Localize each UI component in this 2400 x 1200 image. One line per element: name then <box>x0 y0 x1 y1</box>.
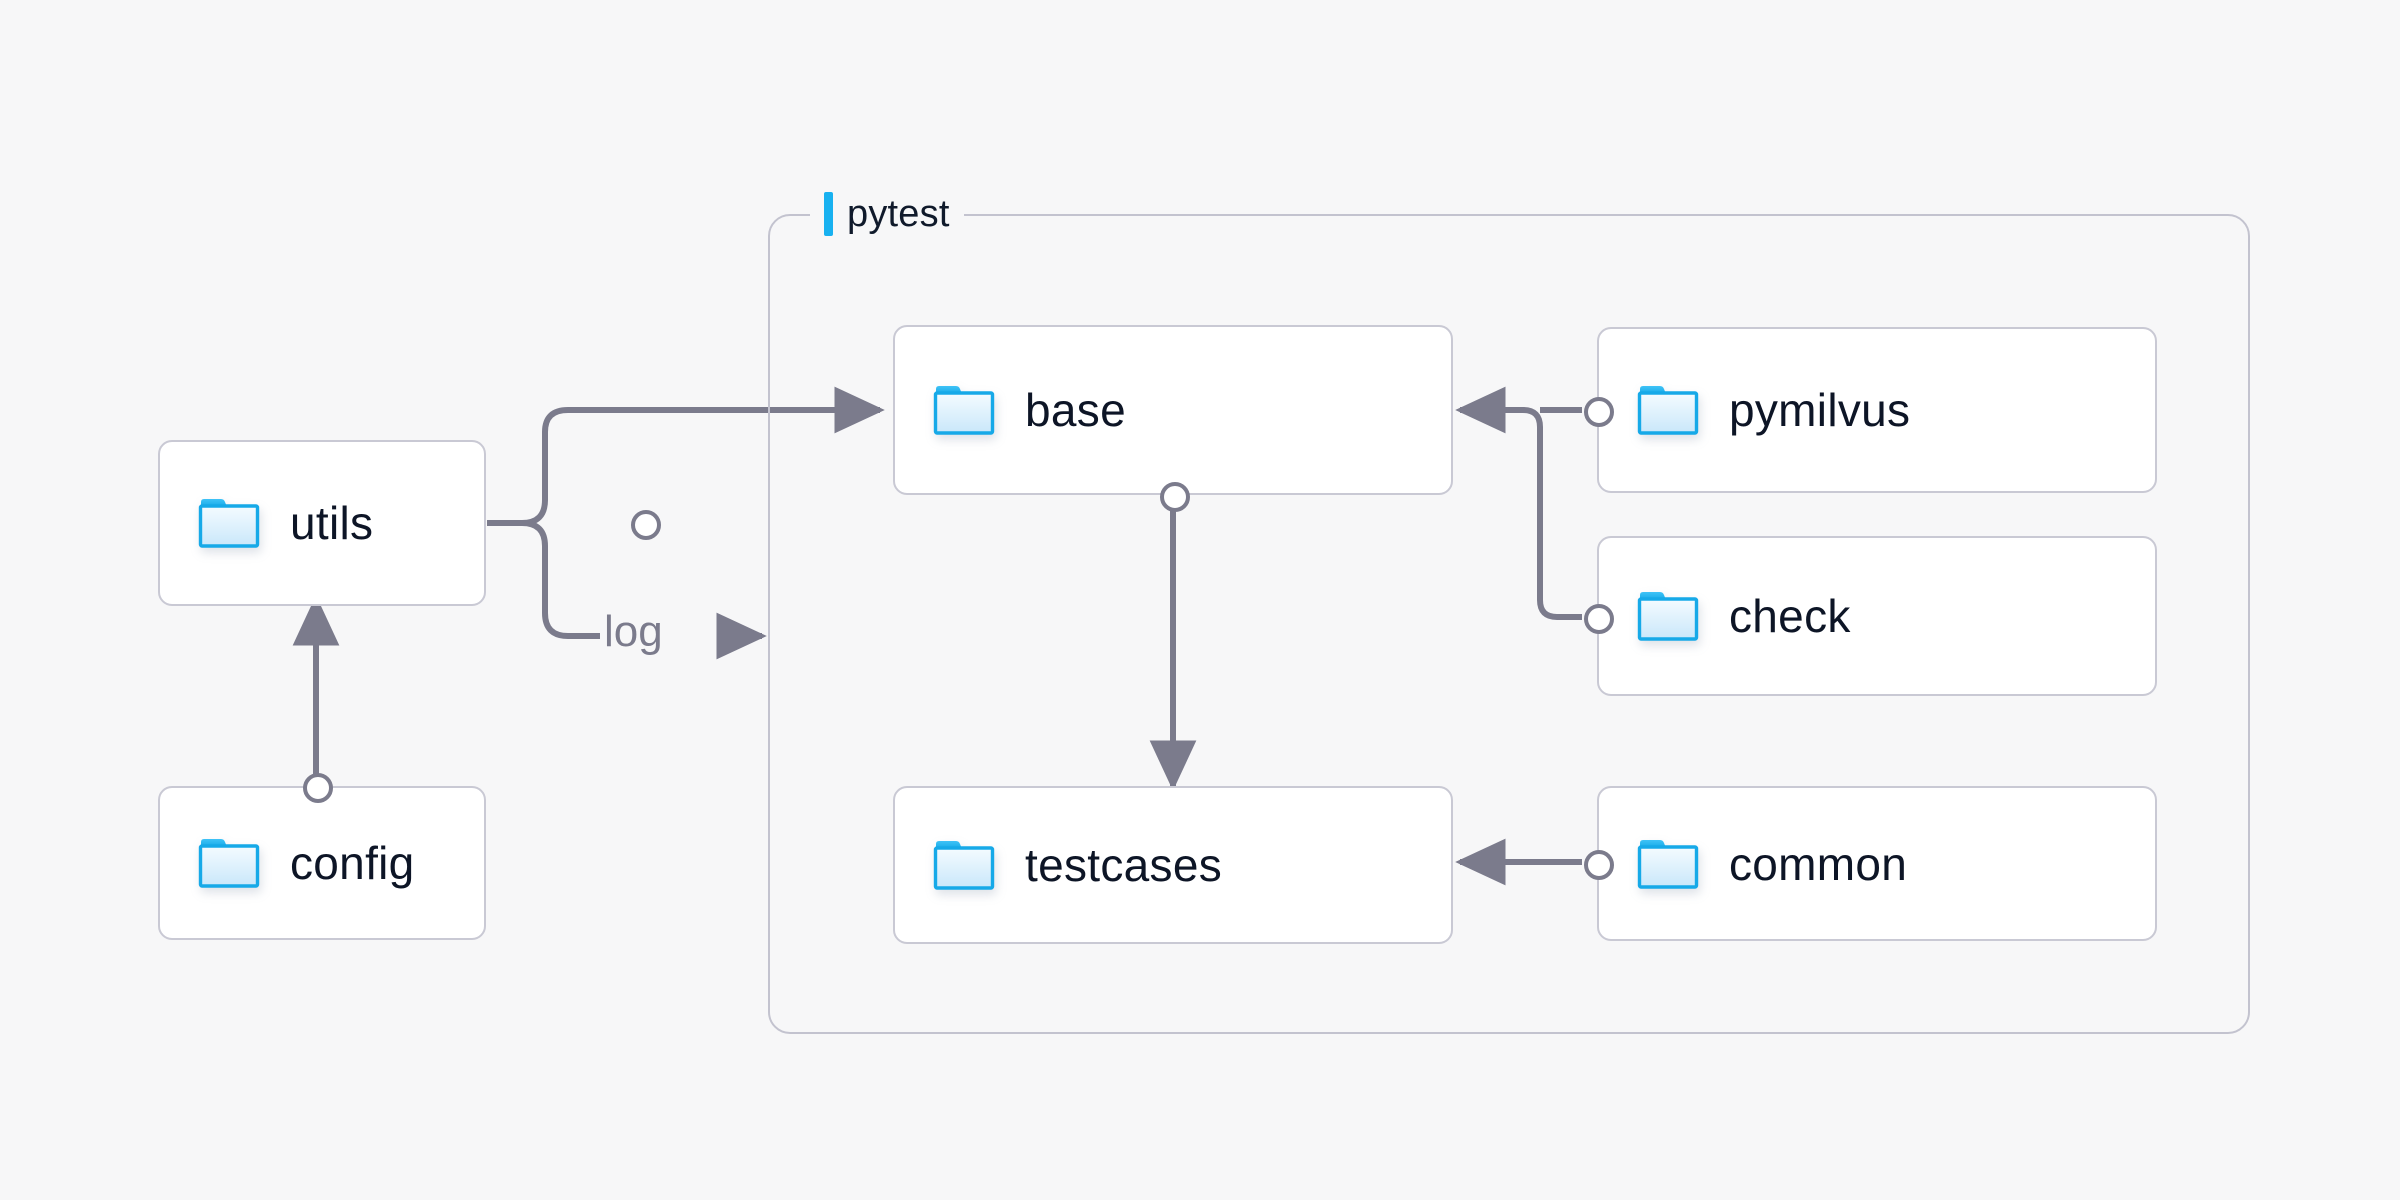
node-utils[interactable]: utils <box>158 440 661 606</box>
folder-icon <box>933 384 995 436</box>
group-pytest <box>768 214 2250 1034</box>
folder-icon <box>198 837 260 889</box>
node-testcases[interactable]: testcases <box>893 786 1453 944</box>
folder-icon <box>1637 384 1699 436</box>
node-common-label: common <box>1729 837 1908 890</box>
port-config-top[interactable] <box>303 773 333 803</box>
group-pytest-title: pytest <box>810 192 964 236</box>
node-utils-label: utils <box>290 497 374 549</box>
port-pymilvus-left[interactable] <box>1584 397 1614 427</box>
node-check-label: check <box>1729 590 1851 642</box>
node-pymilvus-label: pymilvus <box>1729 384 1911 436</box>
port-check-left[interactable] <box>1584 604 1614 634</box>
accent-bar-icon <box>824 192 833 236</box>
node-config[interactable]: config <box>158 773 486 940</box>
folder-icon <box>198 497 260 549</box>
group-title-label: pytest <box>847 192 950 235</box>
node-pymilvus[interactable]: pymilvus <box>1584 327 2157 493</box>
edge-label-log-text: log <box>604 607 663 656</box>
folder-icon <box>1637 590 1699 642</box>
folder-icon <box>1637 838 1699 890</box>
edge-label-log: log <box>604 607 663 657</box>
port-common-left[interactable] <box>1584 850 1614 880</box>
port-utils-right[interactable] <box>631 510 661 540</box>
node-testcases-label: testcases <box>1025 839 1223 891</box>
node-base[interactable]: base <box>893 325 1453 512</box>
folder-icon <box>933 839 995 891</box>
node-base-label: base <box>1025 384 1126 436</box>
node-check[interactable]: check <box>1584 536 2157 696</box>
port-base-bottom[interactable] <box>1160 482 1190 512</box>
node-common[interactable]: common <box>1584 786 2157 941</box>
node-config-label: config <box>290 837 415 889</box>
